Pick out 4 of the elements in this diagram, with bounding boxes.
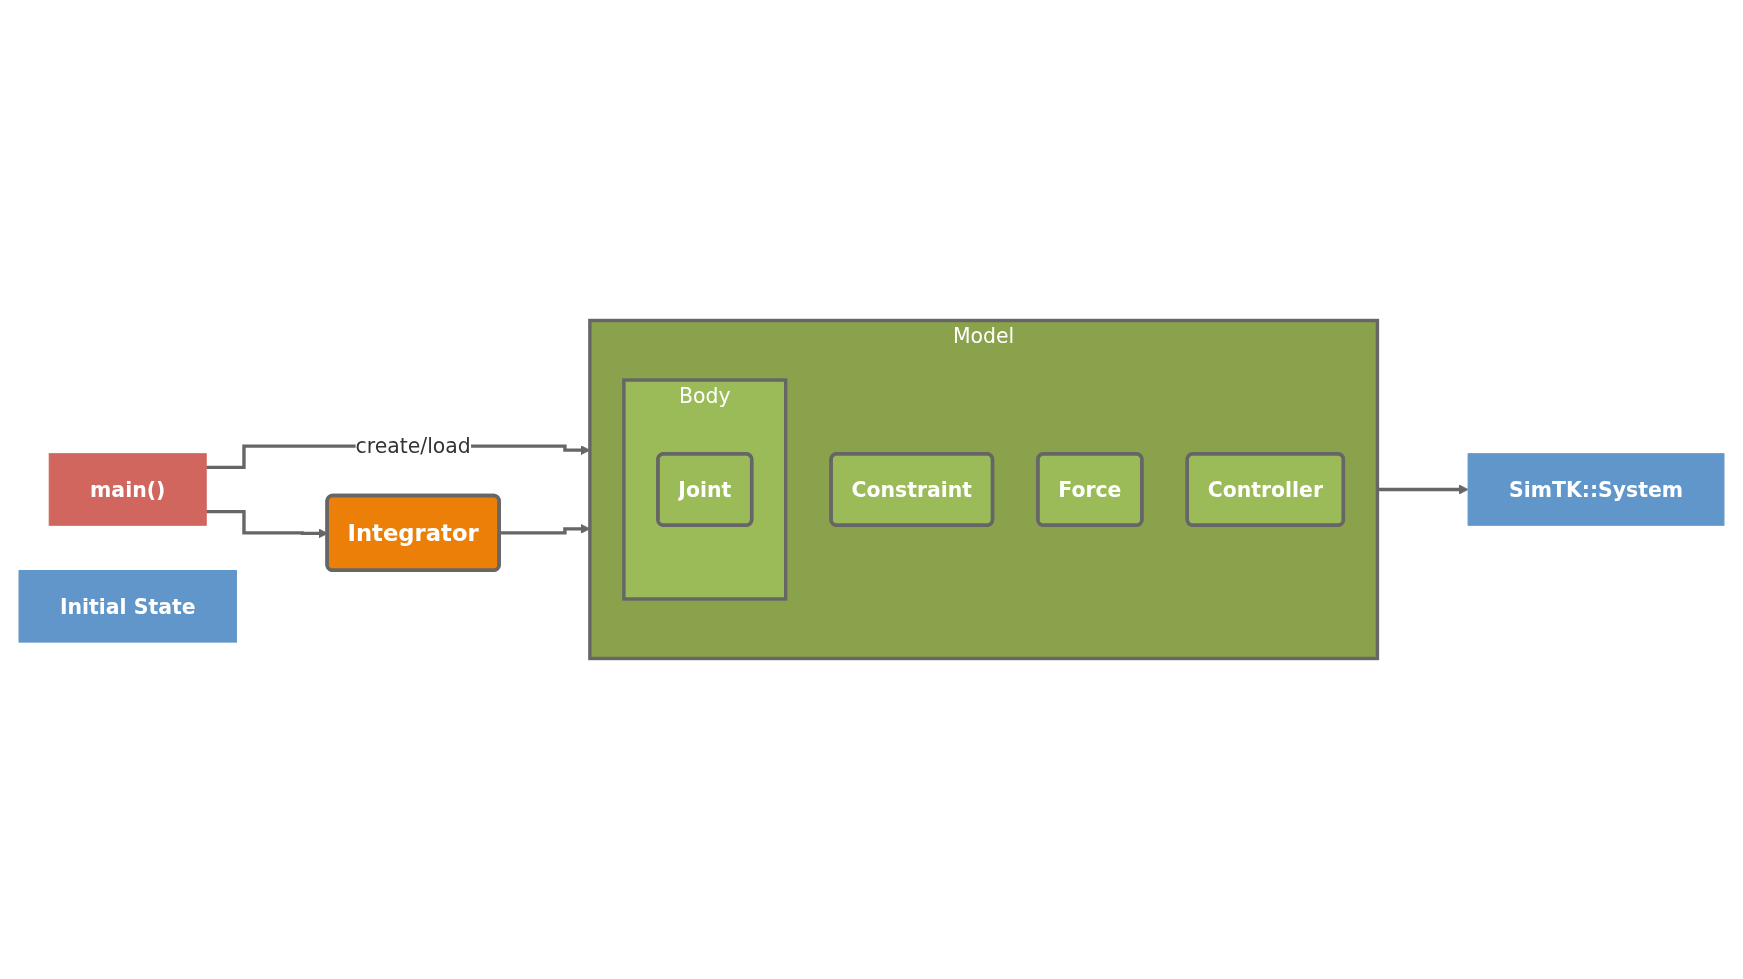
edge-label: create/load bbox=[355, 434, 471, 459]
node-box: main() bbox=[48, 453, 207, 526]
node-box: Initial State bbox=[18, 570, 237, 643]
node-box: SimTK::System bbox=[1467, 453, 1725, 526]
